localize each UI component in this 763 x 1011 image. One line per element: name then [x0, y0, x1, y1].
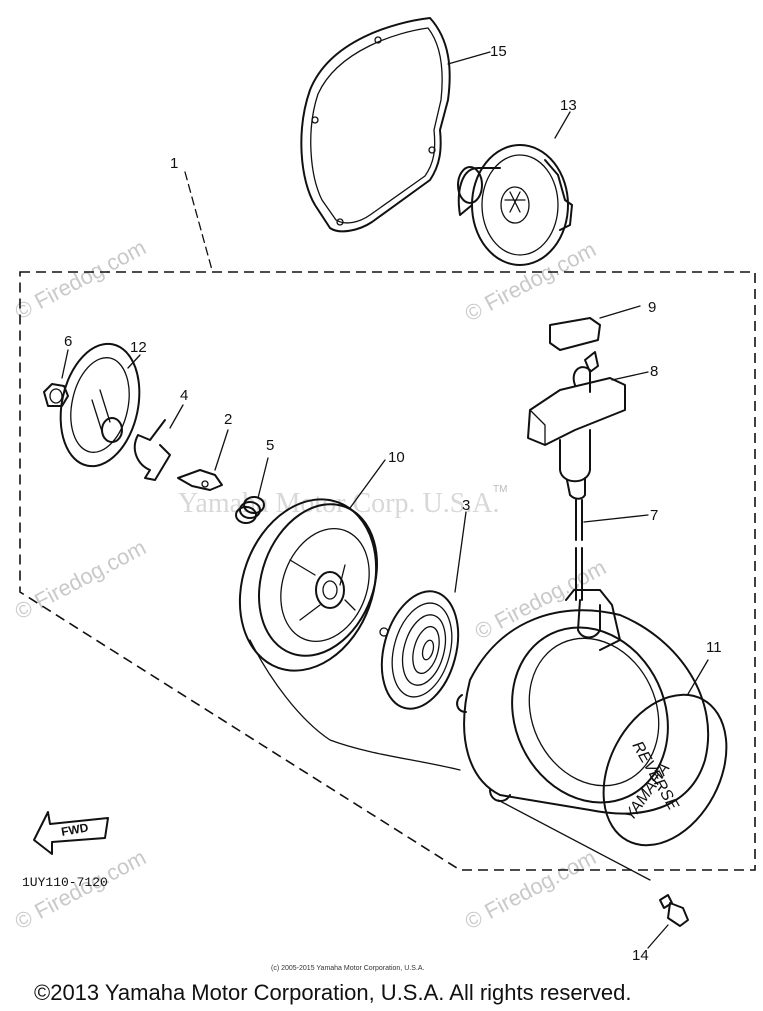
assembly-boundary: [19, 271, 756, 871]
cap-9: [549, 305, 641, 351]
callout-11: 11: [706, 639, 722, 656]
watermark-firedog: © Firedog.com: [471, 554, 610, 644]
callout-numbers: 1 2 3 4 5 6 7 8 9 10 11 12 13 14 15: [64, 43, 722, 964]
handle-8: [527, 351, 649, 500]
ratchet-13: [457, 111, 573, 266]
watermark-tm: TM: [493, 484, 507, 495]
pawl-2: [177, 429, 229, 491]
cover-11: REVERSE YAMAHA: [602, 659, 728, 847]
callout-4: 4: [180, 387, 188, 404]
spring-5: [235, 457, 269, 524]
spiral-spring-3: [379, 511, 467, 710]
watermark-firedog: © Firedog.com: [461, 236, 600, 326]
leader-1: [184, 171, 213, 271]
callout-5: 5: [266, 437, 274, 454]
starter-housing: [456, 589, 710, 881]
diagram-code: 1UY110-7120: [22, 875, 108, 890]
clip-4: [133, 404, 184, 481]
callout-7: 7: [650, 507, 658, 524]
callout-12: 12: [130, 339, 147, 356]
watermark-firedog: © Firedog.com: [11, 234, 150, 324]
callout-9: 9: [648, 299, 656, 316]
small-copyright: (c) 2005-2015 Yamaha Motor Corporation, …: [271, 965, 424, 972]
callout-14: 14: [632, 947, 649, 964]
rope-7: [575, 499, 649, 601]
callout-13: 13: [560, 97, 577, 114]
callout-10: 10: [388, 449, 405, 466]
callout-8: 8: [650, 363, 658, 380]
bolt-14: [647, 894, 689, 949]
fwd-label: FWD: [60, 820, 90, 839]
watermark-firedog: © Firedog.com: [461, 844, 600, 934]
fwd-arrow: FWD: [33, 811, 109, 855]
watermark-firedog: © Firedog.com: [11, 534, 150, 624]
watermark-layer: © Firedog.com © Firedog.com © Firedog.co…: [11, 234, 610, 934]
nut-6: [43, 349, 69, 407]
callout-15: 15: [490, 43, 507, 60]
reel-10: [238, 459, 461, 771]
plate-12: [59, 342, 141, 468]
footer-copyright: ©2013 Yamaha Motor Corporation, U.S.A. A…: [34, 980, 631, 1005]
gasket-15: [300, 17, 491, 233]
callout-6: 6: [64, 333, 72, 350]
callout-3: 3: [462, 497, 470, 514]
callout-1: 1: [170, 155, 178, 172]
callout-2: 2: [224, 411, 232, 428]
